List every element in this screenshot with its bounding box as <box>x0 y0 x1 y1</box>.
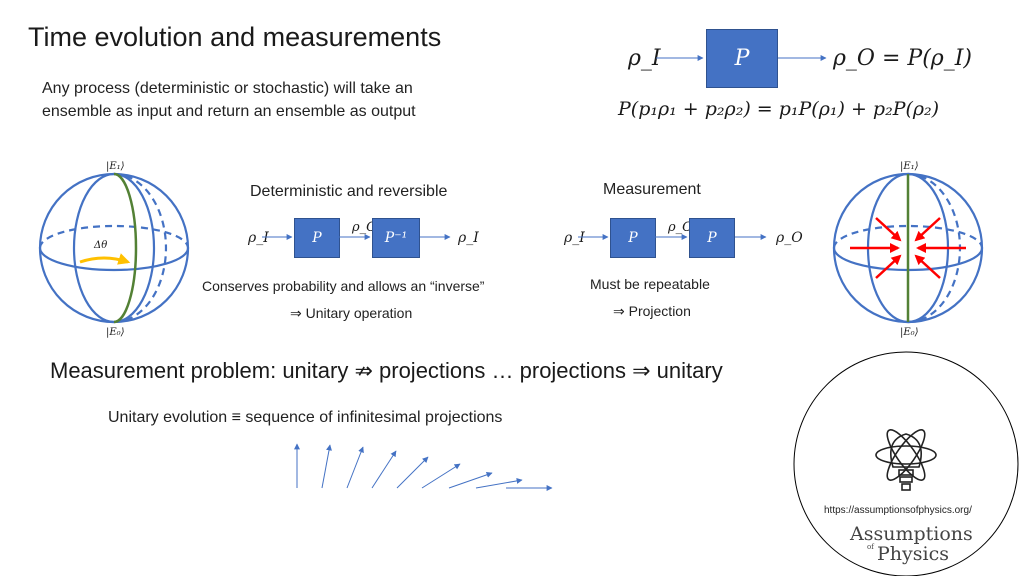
linearity-equation: P(p₁ρ₁ + p₂ρ₂) = p₁P(ρ₁) + p₂P(ρ₂) <box>618 98 940 120</box>
left-sphere-angle-label: Δθ <box>94 240 108 251</box>
det-box-p: P <box>294 218 340 258</box>
meas-output-label: ρ_O <box>776 230 803 246</box>
logo-url[interactable]: https://assumptionsofphysics.org/ <box>824 505 972 516</box>
left-sphere-meridian <box>113 172 138 324</box>
det-box-pinv-label: P⁻¹ <box>384 230 408 246</box>
meas-box-p2: P <box>689 218 735 258</box>
det-input-label: ρ_I <box>248 230 269 246</box>
meas-box-p2-label: P <box>707 230 717 246</box>
process-box-label: P <box>734 46 750 71</box>
det-box-pinv: P⁻¹ <box>372 218 420 258</box>
page-title: Time evolution and measurements <box>28 22 442 52</box>
meas-middle-label: ρ_O <box>668 220 693 235</box>
measurement-problem: Measurement problem: unitary ⇏ projectio… <box>50 358 723 383</box>
measurement-heading: Measurement <box>603 181 701 198</box>
unitary-evolution-text: Unitary evolution ≡ sequence of infinite… <box>108 409 503 426</box>
intro-line-2: ensemble as input and return an ensemble… <box>42 103 416 120</box>
logo-name-of: of <box>867 543 874 551</box>
infinitesimal-arrows <box>294 443 553 491</box>
deterministic-heading: Deterministic and reversible <box>250 183 448 200</box>
process-output-label: ρ_O = P(ρ_I) <box>833 46 972 71</box>
det-output-label: ρ_I <box>458 230 479 246</box>
lightbulb-icon <box>875 429 937 491</box>
det-caption-2: ⇒ Unitary operation <box>290 305 413 321</box>
det-caption-1: Conserves probability and allows an “inv… <box>202 278 485 294</box>
meas-caption-1: Must be repeatable <box>590 276 710 292</box>
meas-input-label: ρ_I <box>564 230 585 246</box>
process-input-label: ρ_I <box>628 46 661 71</box>
meas-caption-2: ⇒ Projection <box>613 303 691 319</box>
meas-box-p1: P <box>610 218 656 258</box>
left-sphere-top-label: |E₁⟩ <box>106 161 125 172</box>
left-bloch-sphere <box>38 172 190 324</box>
right-sphere-top-label: |E₁⟩ <box>900 161 919 172</box>
det-middle-label: ρ_O <box>352 220 377 235</box>
meas-box-p1-label: P <box>628 230 638 246</box>
logo-name-line-2: Physics <box>877 543 949 565</box>
intro-line-1: Any process (deterministic or stochastic… <box>42 80 413 97</box>
left-sphere-bottom-label: |E₀⟩ <box>106 327 125 338</box>
logo-name-line-1: Assumptions <box>850 523 973 545</box>
process-box: P <box>706 29 778 88</box>
right-sphere-bottom-label: |E₀⟩ <box>900 327 919 338</box>
det-box-p-label: P <box>312 230 322 246</box>
projection-arrows <box>850 217 966 279</box>
right-bloch-sphere <box>832 172 984 324</box>
delta-theta-arrow <box>79 253 131 265</box>
